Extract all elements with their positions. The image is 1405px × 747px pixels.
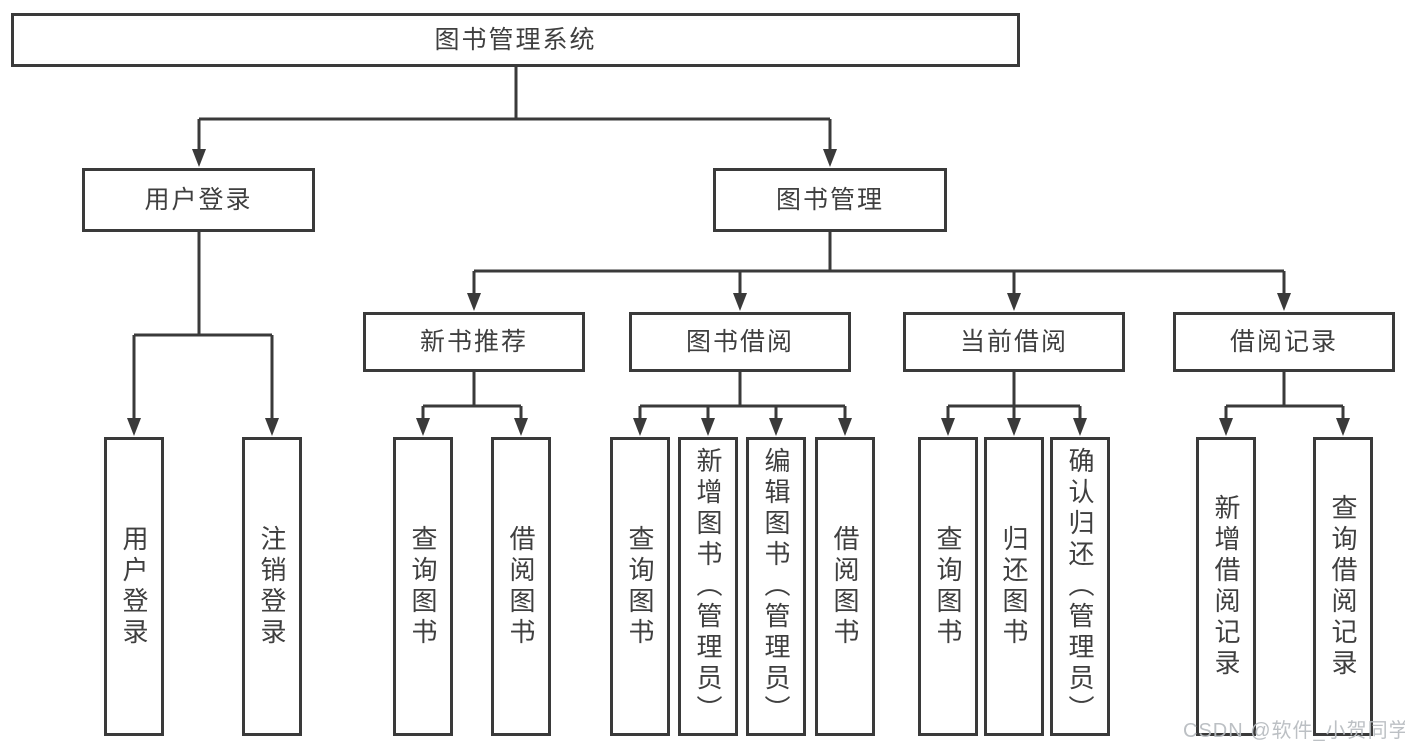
arrowhead-icon [769, 418, 783, 436]
leaf-logout-label: 注销登录 [257, 524, 287, 649]
leaf-user-login-label: 用户登录 [119, 524, 149, 649]
arrowhead-icon [1007, 293, 1021, 311]
tree-edges [132, 67, 1345, 421]
leaf-user-login: 用户登录 [104, 437, 164, 736]
leaf-current-return-books: 归还图书 [984, 437, 1044, 736]
node-current-borrowing: 当前借阅 [903, 312, 1125, 372]
leaf-current-return-books-label: 归还图书 [999, 524, 1029, 649]
arrowhead-icon [514, 418, 528, 436]
leaf-borrow-edit-books-admin-label: 编辑图书（管理员） [761, 447, 791, 726]
arrowhead-icon [192, 149, 206, 167]
leaf-records-add-record: 新增借阅记录 [1196, 437, 1256, 736]
leaf-borrow-query-books: 查询图书 [610, 437, 670, 736]
leaf-borrow-add-books-admin-label: 新增图书（管理员） [693, 447, 723, 726]
leaf-records-query-record-label: 查询借阅记录 [1328, 493, 1358, 680]
leaf-records-add-record-label: 新增借阅记录 [1211, 493, 1241, 680]
arrowhead-icon [127, 418, 141, 436]
leaf-logout: 注销登录 [242, 437, 302, 736]
arrowhead-icon [1073, 418, 1087, 436]
leaf-current-query-books-label: 查询图书 [933, 524, 963, 649]
arrowhead-icon [265, 418, 279, 436]
node-book-management: 图书管理 [713, 168, 947, 232]
arrowhead-icon [416, 418, 430, 436]
leaf-borrow-edit-books-admin: 编辑图书（管理员） [746, 437, 806, 736]
arrowhead-icon [1277, 293, 1291, 311]
leaf-borrow-query-books-label: 查询图书 [625, 524, 655, 649]
arrowhead-icon [467, 293, 481, 311]
arrowhead-icon [733, 293, 747, 311]
leaf-newbook-borrow-books-label: 借阅图书 [506, 524, 536, 649]
node-new-book-recommend: 新书推荐 [363, 312, 585, 372]
csdn-watermark: CSDN @软件_小贺同学 [1183, 720, 1405, 742]
node-borrowing-records: 借阅记录 [1173, 312, 1395, 372]
leaf-borrow-borrow-books-label: 借阅图书 [830, 524, 860, 649]
leaf-newbook-borrow-books: 借阅图书 [491, 437, 551, 736]
leaf-borrow-add-books-admin: 新增图书（管理员） [678, 437, 738, 736]
arrowhead-icon [1336, 418, 1350, 436]
arrowhead-icon [823, 149, 837, 167]
arrowhead-icon [701, 418, 715, 436]
leaf-current-query-books: 查询图书 [918, 437, 978, 736]
arrowhead-icon [1219, 418, 1233, 436]
arrowhead-icon [838, 418, 852, 436]
arrowhead-icon [941, 418, 955, 436]
arrowhead-icon [1007, 418, 1021, 436]
leaf-records-query-record: 查询借阅记录 [1313, 437, 1373, 736]
node-book-borrowing: 图书借阅 [629, 312, 851, 372]
arrowhead-icon [633, 418, 647, 436]
leaf-borrow-borrow-books: 借阅图书 [815, 437, 875, 736]
arrowhead-icons [127, 149, 1350, 436]
leaf-current-confirm-return-admin: 确认归还（管理员） [1050, 437, 1110, 736]
leaf-current-confirm-return-admin-label: 确认归还（管理员） [1065, 447, 1095, 726]
leaf-newbook-query-books: 查询图书 [393, 437, 453, 736]
node-root-system: 图书管理系统 [11, 13, 1020, 67]
leaf-newbook-query-books-label: 查询图书 [408, 524, 438, 649]
node-user-login: 用户登录 [82, 168, 315, 232]
